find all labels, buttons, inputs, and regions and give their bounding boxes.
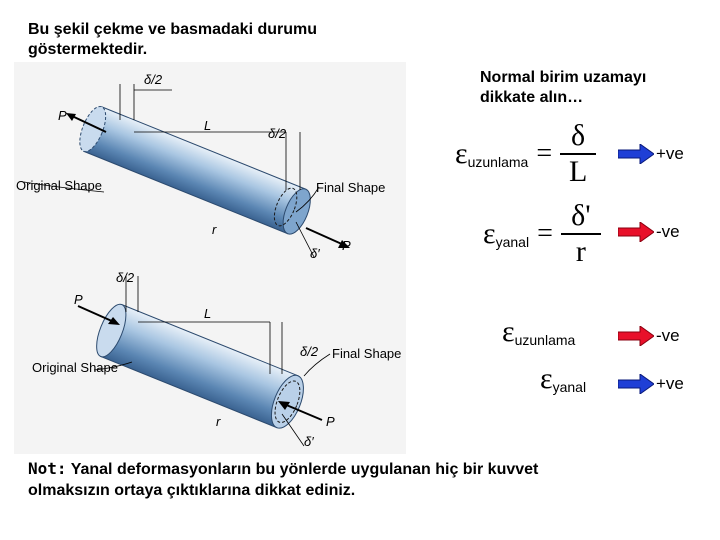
right-force-arrow — [283, 403, 323, 421]
subscript-lateral: yanal — [552, 379, 587, 395]
longitudinal-strain-symbol: ε uzunlama — [502, 315, 575, 349]
equals-sign: = — [537, 218, 553, 249]
original-shape-label: Original Shape — [32, 360, 118, 375]
right-note-line-1: Normal birim uzamayı — [480, 69, 647, 86]
final-shape-label: Final Shape — [316, 180, 385, 195]
cylinder-left-end — [96, 303, 127, 358]
left-force-arrow — [77, 305, 115, 323]
tension-figure: δ/2 L δ/2 P P Original Shape Final Shape… — [14, 62, 406, 267]
epsilon-symbol: ε — [483, 217, 496, 250]
top-delta-half-label: δ/2 — [116, 270, 135, 285]
radius-label: r — [216, 414, 221, 429]
original-shape-label: Original Shape — [16, 178, 102, 193]
fraction-bar — [560, 153, 597, 155]
title-line-1: Bu şekil çekme ve basmadaki durumu — [28, 21, 318, 38]
right-note: Normal birim uzamayı dikkate alın… — [480, 68, 700, 108]
equals-sign: = — [536, 138, 553, 169]
length-label: L — [204, 118, 211, 133]
bottom-note-line-2: olmaksızın ortaya çıktıklarına dikkat ed… — [28, 482, 356, 499]
compression-diagram: δ/2 L δ/2 P P Original Shape Final Shape… — [32, 270, 401, 449]
lateral-strain-symbol: ε yanal — [540, 362, 586, 396]
right-note-line-2: dikkate alın… — [480, 89, 584, 106]
arrow-right-icon — [618, 374, 654, 394]
cylinder-body — [100, 303, 299, 429]
arrow-right-icon — [618, 144, 654, 164]
sign-indicator-2: -ve — [618, 222, 680, 242]
right-P-label: P — [342, 238, 351, 253]
sign-label: +ve — [656, 144, 684, 163]
radius-label: r — [212, 222, 217, 237]
subscript-lateral: yanal — [495, 234, 530, 250]
cylinder-right-end — [270, 374, 304, 429]
sign-label: -ve — [656, 222, 680, 241]
delta-prime-label: δ′ — [304, 434, 314, 449]
numerator: δ' — [571, 199, 591, 232]
longitudinal-strain-formula: ε uzunlama = δ L — [455, 118, 597, 190]
arrow-right-icon — [618, 326, 654, 346]
sign-label: +ve — [656, 374, 684, 393]
page-title: Bu şekil çekme ve basmadaki durumu göste… — [28, 20, 388, 60]
epsilon-symbol: ε — [502, 315, 515, 348]
original-end-outline — [273, 187, 298, 227]
bottom-note: Not: Yanal deformasyonların bu yönlerde … — [28, 458, 668, 501]
left-force-arrow — [71, 115, 107, 133]
final-shape-label: Final Shape — [332, 346, 401, 361]
right-delta-half-label: δ/2 — [268, 126, 287, 141]
sign-label: -ve — [656, 326, 680, 345]
bottom-note-line-1: Not: Yanal deformasyonların bu yönlerde … — [28, 458, 668, 480]
fraction-bar — [560, 233, 601, 235]
numerator: δ — [571, 119, 586, 152]
right-delta-half-label: δ/2 — [300, 344, 319, 359]
left-P-label: P — [58, 108, 67, 123]
title-line-2: göstermektedir. — [28, 41, 148, 58]
fraction: δ' r — [560, 199, 601, 268]
sign-indicator-3: -ve — [618, 326, 680, 346]
fraction: δ L — [560, 119, 597, 188]
tension-diagram: δ/2 L δ/2 P P Original Shape Final Shape… — [16, 72, 385, 261]
subscript-longitudinal: uzunlama — [467, 154, 529, 170]
epsilon-symbol: ε — [455, 137, 468, 170]
subscript-longitudinal: uzunlama — [514, 332, 576, 348]
note-text: Yanal deformasyonların bu yönlerde uygul… — [66, 461, 539, 478]
compression-figure: δ/2 L δ/2 P P Original Shape Final Shape… — [14, 264, 406, 454]
lateral-strain-formula: ε yanal = δ' r — [483, 198, 601, 270]
length-label: L — [204, 306, 211, 321]
sign-indicator-1: +ve — [618, 144, 684, 164]
denominator: r — [575, 235, 586, 268]
left-P-label: P — [74, 292, 83, 307]
arrow-right-icon — [618, 222, 654, 242]
top-delta-half-label: δ/2 — [144, 72, 163, 87]
sign-indicator-4: +ve — [618, 374, 684, 394]
cylinder-left-end — [79, 105, 107, 153]
right-P-label: P — [326, 414, 335, 429]
denominator: L — [568, 155, 588, 188]
note-prefix: Not: — [28, 459, 67, 478]
delta-prime-label: δ′ — [310, 246, 320, 261]
original-outline — [274, 380, 301, 423]
right-force-arrow — [305, 227, 345, 246]
epsilon-symbol: ε — [540, 362, 553, 395]
